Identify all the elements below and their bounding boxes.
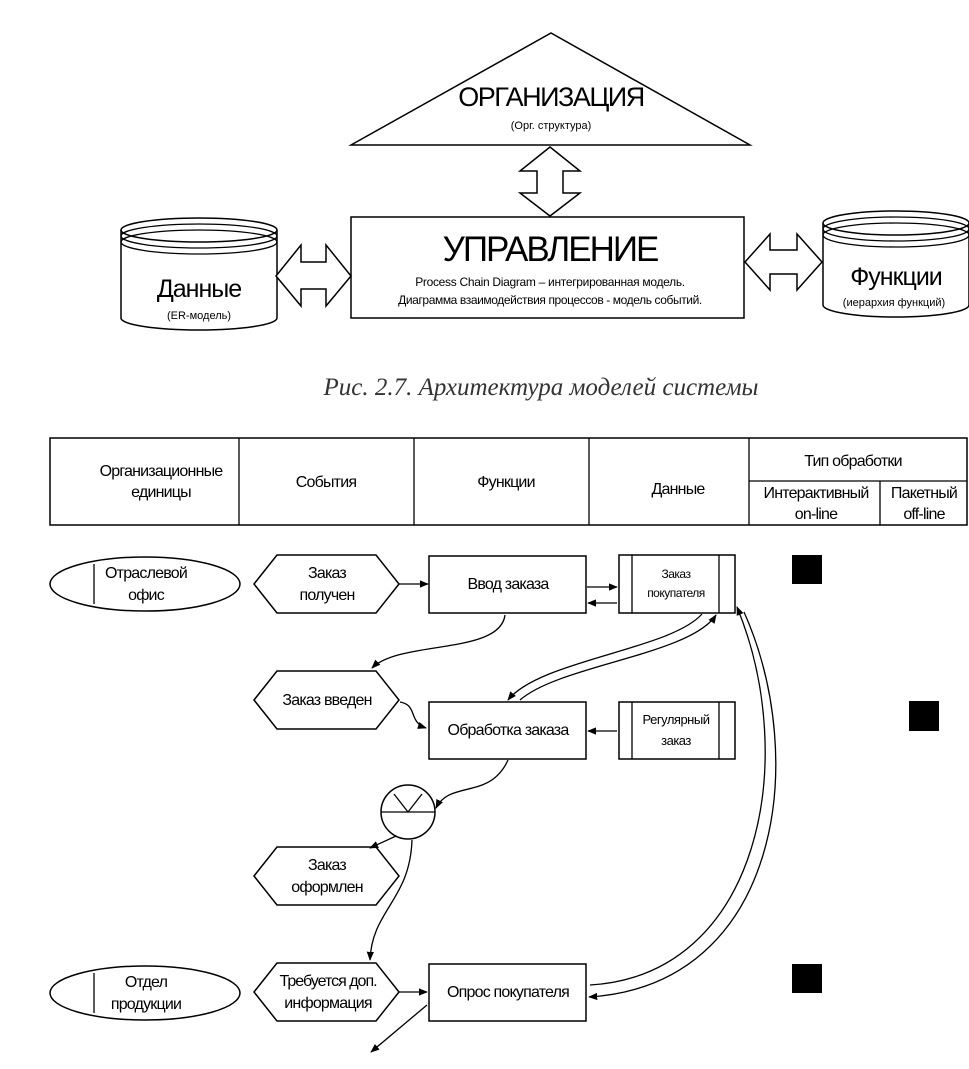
data-subtitle: (ER-модель) <box>167 310 231 322</box>
event-2-label: Заказ введен <box>282 692 371 709</box>
functions-subtitle: (иерархия функций) <box>843 297 945 309</box>
function-1-label: Ввод заказа <box>467 576 549 593</box>
header-batch-2: off-line <box>903 506 945 523</box>
function-order-processing: Обработка заказа <box>428 701 587 760</box>
header-org-units-2: единицы <box>131 484 191 501</box>
function-order-entry: Ввод заказа <box>428 555 587 614</box>
data-2-line-2: заказ <box>661 733 691 748</box>
org-unit-1-line-1: Отраслевой <box>105 565 187 582</box>
figure-caption: Рис. 2.7. Архитектура моделей системы <box>323 374 759 401</box>
organization-triangle: ОРГАНИЗАЦИЯ (Орг. структура) <box>348 32 753 146</box>
function-3-label: Опрос покупателя <box>447 984 569 1001</box>
event-1-line-1: Заказ <box>308 565 346 582</box>
org-unit-2-line-1: Отдел <box>125 974 168 991</box>
functions-cylinder: Функции (иерархия функций) <box>822 210 969 318</box>
event-3-line-2: оформлен <box>291 879 363 896</box>
function-2-label: Обработка заказа <box>448 722 570 739</box>
data-cylinder: Данные (ER-модель) <box>120 217 278 331</box>
control-line-2: Диаграмма взаимодействия процессов - мод… <box>398 293 702 307</box>
function-customer-inquiry: Опрос покупателя <box>428 963 587 1022</box>
header-interactive-2: on-line <box>795 506 838 523</box>
org-unit-branch-office: Отраслевой офис <box>49 556 241 612</box>
org-unit-product-department: Отдел продукции <box>49 965 241 1021</box>
process-table-header: Организационные единицы События Функции … <box>49 437 968 526</box>
data-customer-order: Заказ покупателя <box>618 554 736 614</box>
header-processing-type: Тип обработки <box>804 453 902 470</box>
xor-connector <box>380 784 436 840</box>
data-1-line-1: Заказ <box>662 567 692 581</box>
online-marker-1 <box>792 555 822 584</box>
double-arrow-control-functions <box>743 232 824 292</box>
data-2-line-1: Регулярный <box>643 712 710 727</box>
event-4-line-2: информация <box>284 995 372 1012</box>
header-batch-1: Пакетный <box>891 485 957 502</box>
event-4-line-1: Требуется доп. <box>279 973 376 990</box>
header-data: Данные <box>651 481 705 498</box>
online-marker-2 <box>792 964 822 993</box>
double-arrow-data-control <box>275 242 352 309</box>
functions-title: Функции <box>850 263 942 291</box>
control-box: УПРАВЛЕНИЕ Process Chain Diagram – интег… <box>350 216 745 319</box>
event-more-info-required: Требуется доп. информация <box>253 962 400 1022</box>
organization-subtitle: (Орг. структура) <box>511 120 592 132</box>
double-arrow-vertical <box>517 146 583 217</box>
batch-marker <box>909 701 939 731</box>
org-unit-1-line-2: офис <box>128 587 165 604</box>
data-regular-order: Регулярный заказ <box>618 701 736 760</box>
event-order-completed: Заказ оформлен <box>253 846 400 906</box>
data-1-line-2: покупателя <box>647 586 705 600</box>
header-functions: Функции <box>477 474 534 491</box>
organization-title: ОРГАНИЗАЦИЯ <box>458 82 643 112</box>
org-unit-2-line-2: продукции <box>111 996 181 1013</box>
event-order-received: Заказ получен <box>253 554 400 614</box>
control-line-1: Process Chain Diagram – интегрированная … <box>415 275 685 289</box>
connectors <box>366 580 777 1053</box>
header-org-units-1: Организационные <box>100 463 224 480</box>
event-order-entered: Заказ введен <box>253 670 400 730</box>
header-events: События <box>296 474 357 491</box>
event-3-line-1: Заказ <box>308 857 346 874</box>
header-interactive-1: Интерактивный <box>764 485 869 502</box>
event-1-line-2: получен <box>299 587 354 604</box>
control-title: УПРАВЛЕНИЕ <box>443 230 658 269</box>
data-title: Данные <box>157 275 241 303</box>
